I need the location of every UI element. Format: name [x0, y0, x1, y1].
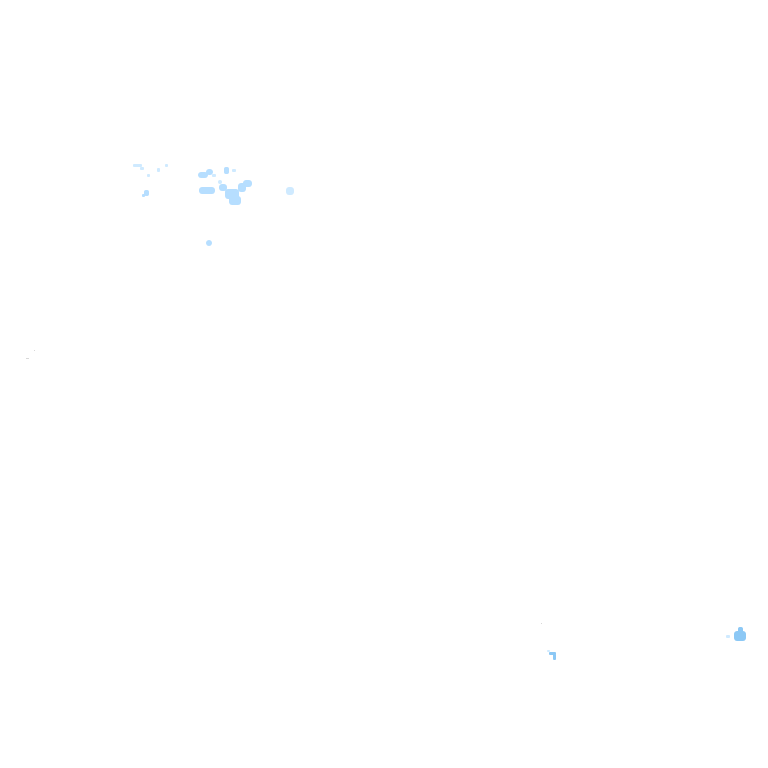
echo-cell	[212, 174, 216, 177]
echo-cluster-northwest	[133, 164, 168, 197]
echo-cell	[218, 180, 222, 184]
echo-cell	[219, 184, 227, 191]
echo-cluster-central-north	[198, 167, 294, 246]
echo-cell	[199, 187, 215, 194]
echo-cell	[140, 167, 144, 170]
echo-cell	[726, 635, 730, 638]
echo-cell	[286, 187, 294, 195]
echo-cell	[734, 631, 746, 641]
echo-cell	[229, 196, 241, 205]
stray-pixel	[541, 623, 542, 624]
echo-cell	[553, 654, 556, 660]
echo-cell	[243, 180, 252, 187]
echo-cell	[147, 174, 150, 177]
echo-cell	[165, 164, 168, 167]
stray-pixel	[26, 358, 29, 359]
echo-cell	[144, 190, 149, 196]
echo-cell	[133, 164, 142, 167]
echo-cell	[157, 168, 160, 172]
echo-cell	[206, 240, 212, 246]
echo-cell	[198, 172, 208, 178]
echo-cell	[206, 169, 213, 175]
echo-cluster-southeast	[547, 627, 746, 660]
echo-cell	[232, 169, 236, 172]
echo-cell	[547, 650, 550, 652]
echo-cell	[142, 194, 145, 197]
stray-pixel	[34, 350, 35, 351]
echo-cell	[224, 167, 229, 174]
stray-pixels	[26, 350, 542, 624]
